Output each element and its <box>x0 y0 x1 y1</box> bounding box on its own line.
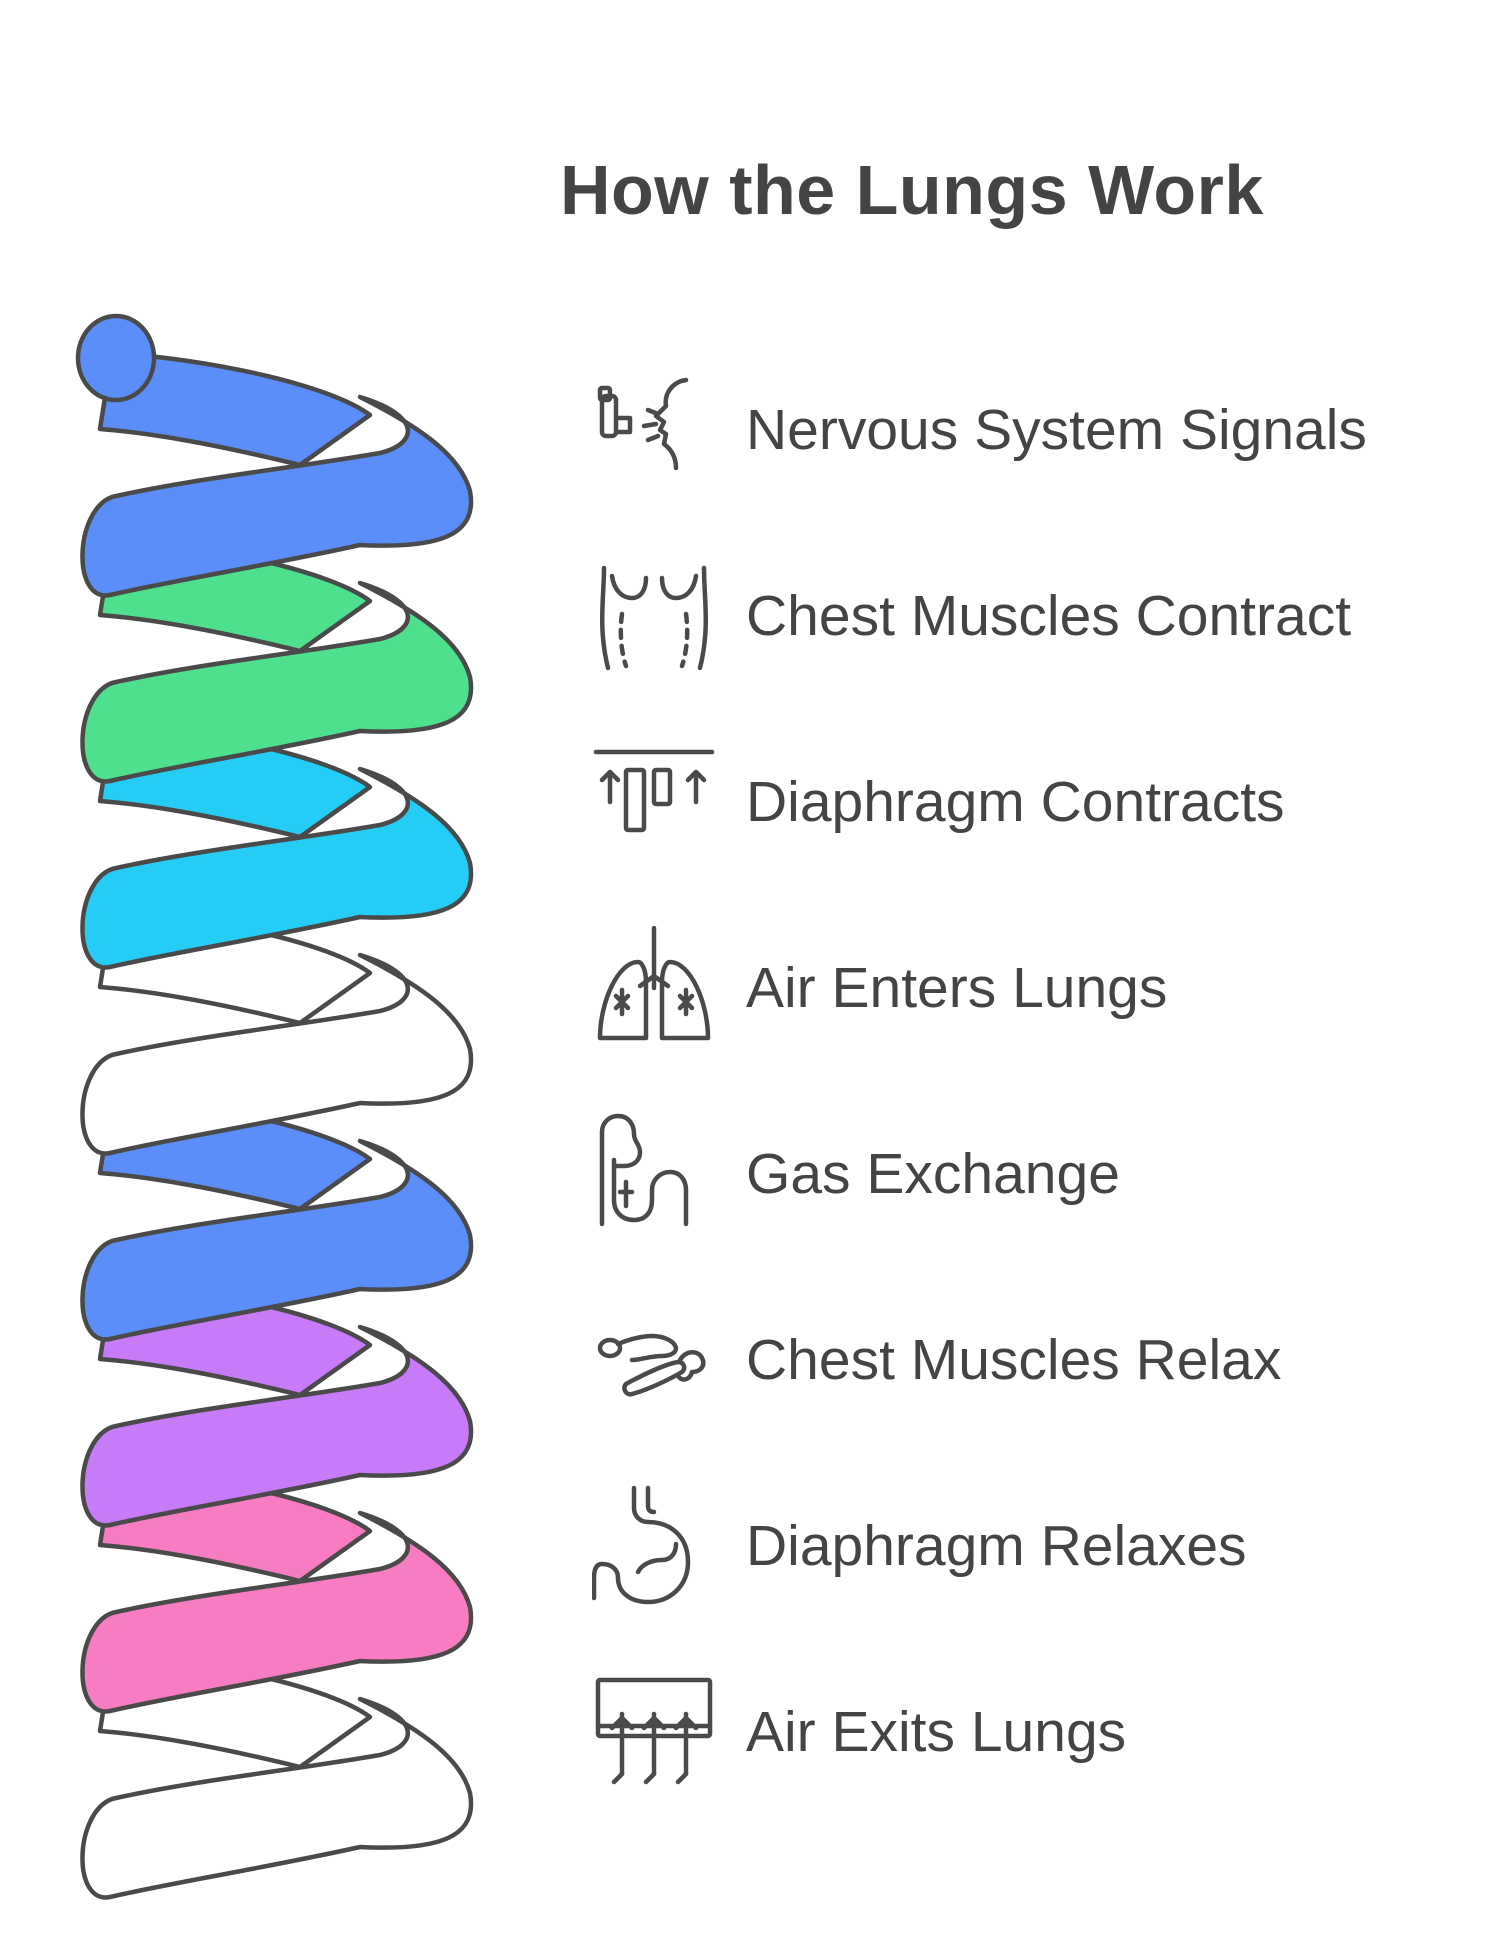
inhaler-face-icon <box>592 368 716 492</box>
page-title: How the Lungs Work <box>560 151 1264 229</box>
step-diaphragm-contracts: Diaphragm Contracts <box>592 747 1472 857</box>
step-label: Diaphragm Relaxes <box>746 1514 1247 1578</box>
coil-segment-front <box>80 1138 474 1342</box>
step-label: Chest Muscles Relax <box>746 1328 1282 1392</box>
stomach-icon <box>592 1484 716 1608</box>
gas-exchange-icon <box>592 1112 716 1236</box>
coil-top-cap <box>75 313 157 403</box>
coil-segment-front <box>80 394 474 598</box>
air-out-icon <box>592 1670 716 1794</box>
step-label: Air Enters Lungs <box>746 956 1168 1020</box>
coil-segment-front <box>80 580 474 784</box>
coil-segment-front <box>80 1696 474 1900</box>
coil-segment-front <box>80 766 474 970</box>
coil-segment-front <box>80 1324 474 1528</box>
step-nervous-system: Nervous System Signals <box>592 375 1472 485</box>
step-label: Nervous System Signals <box>746 398 1367 462</box>
step-chest-relax: Chest Muscles Relax <box>592 1305 1472 1415</box>
step-label: Gas Exchange <box>746 1142 1120 1206</box>
step-gas-exchange: Gas Exchange <box>592 1113 1472 1229</box>
step-chest-contract: Chest Muscles Contract <box>592 561 1472 671</box>
step-label: Air Exits Lungs <box>746 1700 1127 1764</box>
lungs-icon <box>592 926 716 1050</box>
step-air-exits: Air Exits Lungs <box>592 1677 1472 1787</box>
relaxed-muscles-icon <box>592 1298 716 1422</box>
coil-spiral <box>75 313 474 1900</box>
step-label: Chest Muscles Contract <box>746 584 1352 648</box>
coil-segment-back <box>97 350 373 468</box>
step-diaphragm-relaxes: Diaphragm Relaxes <box>592 1485 1472 1605</box>
chest-muscles-icon <box>592 554 716 678</box>
coil-segment-front <box>80 952 474 1156</box>
step-label: Diaphragm Contracts <box>746 770 1285 834</box>
step-air-enters: Air Enters Lungs <box>592 926 1472 1043</box>
coil-segment-front <box>80 1510 474 1714</box>
diaphragm-contract-icon <box>592 740 716 864</box>
